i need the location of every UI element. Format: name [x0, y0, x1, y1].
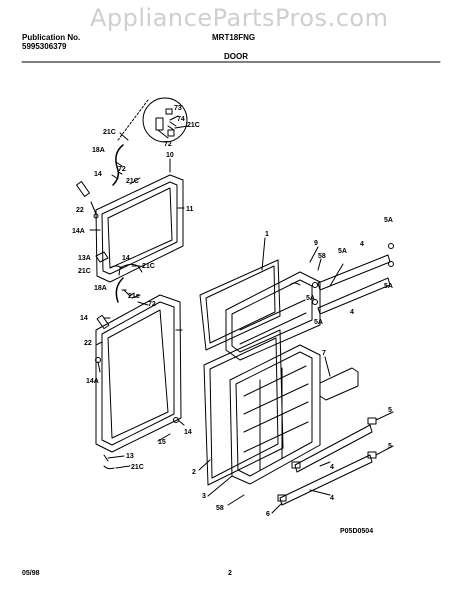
- callout-7: 7: [322, 350, 326, 357]
- footer-date: 05/98: [22, 570, 40, 577]
- callout-21C: 21C: [78, 268, 91, 275]
- callout-72: 72: [148, 301, 156, 308]
- fresh-food-door: [229, 344, 321, 485]
- shelf-bars-upper: [317, 254, 391, 315]
- callout-72: 72: [118, 166, 126, 173]
- dairy-door-bin: [319, 367, 359, 401]
- callout-21c: 21c: [128, 293, 140, 300]
- callout-5A: 5A: [338, 248, 347, 255]
- callout-21C: 21C: [187, 122, 200, 129]
- callout-4: 4: [360, 241, 364, 248]
- publication-label: Publication No.: [22, 33, 81, 42]
- watermark: AppliancePartsPros.com: [90, 4, 389, 32]
- hinge-13A: [95, 251, 109, 263]
- callout-4: 4: [330, 495, 334, 502]
- page-number: 2: [228, 570, 232, 577]
- callout-58: 58: [216, 505, 224, 512]
- section-title: DOOR: [224, 52, 248, 61]
- callout-13A: 13A: [78, 255, 91, 262]
- callout-5A: 5A: [306, 295, 315, 302]
- freezer-door: [225, 271, 321, 361]
- callout-74: 74: [177, 116, 185, 123]
- callout-21C: 21C: [131, 464, 144, 471]
- callout-5: 5: [388, 443, 392, 450]
- wire-harness-upper: [112, 144, 124, 186]
- callout-58: 58: [318, 253, 326, 260]
- hinge-detail-zoom: [117, 97, 188, 143]
- callout-4: 4: [330, 464, 334, 471]
- callout-14: 14: [80, 315, 88, 322]
- callout-3: 3: [202, 493, 206, 500]
- callout-2: 2: [192, 469, 196, 476]
- wire-harness-lower: [115, 277, 124, 303]
- callout-18A: 18A: [94, 285, 107, 292]
- callout-22: 22: [84, 340, 92, 347]
- handle-insert: [76, 181, 90, 197]
- callout-5A: 5A: [384, 283, 393, 290]
- callout-4: 4: [350, 309, 354, 316]
- freezer-gasket: [199, 259, 281, 351]
- freezer-door-liner-frame: [95, 174, 184, 283]
- callout-9: 9: [314, 240, 318, 247]
- figure-code: P05D0504: [340, 528, 374, 535]
- callout-18A: 18A: [92, 147, 105, 154]
- callout-13: 13: [126, 453, 134, 460]
- callout-73: 73: [174, 105, 182, 112]
- callout-21C: 21C: [142, 263, 155, 270]
- callout-5A: 5A: [314, 319, 323, 326]
- callout-14A: 14A: [72, 228, 85, 235]
- fresh-food-door-liner-frame: [95, 294, 182, 453]
- callout-21C: 21C: [126, 178, 139, 185]
- model-number: MRT18FNG: [212, 33, 256, 42]
- callout-72: 72: [164, 141, 172, 148]
- callout-5: 5: [388, 407, 392, 414]
- callout-22: 22: [76, 207, 84, 214]
- callout-14: 14: [184, 429, 192, 436]
- callout-5A: 5A: [384, 217, 393, 224]
- publication-number: 5995306379: [22, 42, 67, 51]
- callout-14: 14: [94, 171, 102, 178]
- callout-6: 6: [266, 511, 270, 518]
- callout-10: 10: [166, 152, 174, 159]
- callout-21C: 21C: [103, 129, 116, 136]
- callout-14: 14: [122, 255, 130, 262]
- callout-14A: 14A: [86, 378, 99, 385]
- callout-1: 1: [265, 231, 269, 238]
- callout-11: 11: [186, 206, 194, 213]
- shelf-bars-lower: [279, 424, 373, 506]
- fresh-food-gasket: [203, 329, 284, 486]
- callout-15: 15: [158, 439, 166, 446]
